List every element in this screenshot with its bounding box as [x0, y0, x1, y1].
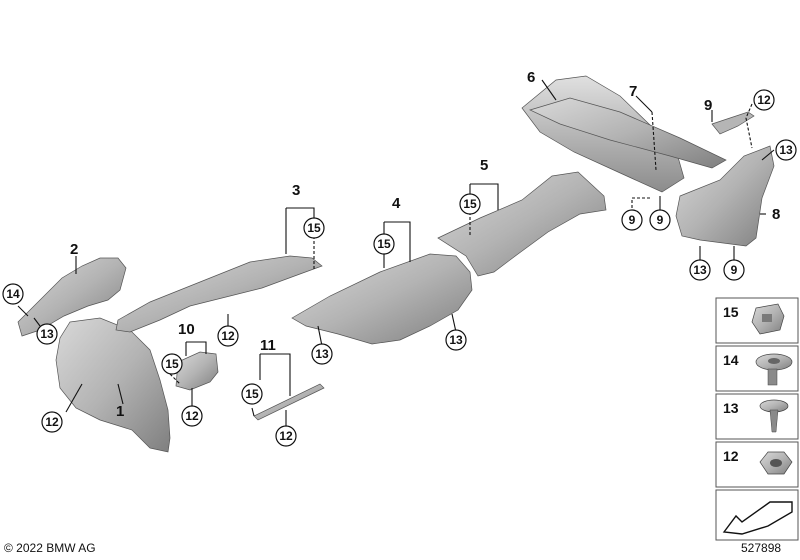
part-3-shape[interactable] [115, 255, 323, 333]
svg-text:12: 12 [279, 429, 293, 443]
callout-9-c[interactable]: 9 [723, 259, 745, 281]
copyright-text: © 2022 BMW AG [4, 541, 96, 555]
callout-12-b[interactable]: 12 [217, 325, 239, 347]
part-11-shape[interactable] [253, 383, 325, 421]
legend-panel-13[interactable]: 13 [715, 393, 799, 440]
svg-text:12: 12 [45, 415, 59, 429]
label-part-4: 4 [392, 195, 401, 212]
label-part-10: 10 [178, 321, 195, 338]
label-part-1: 1 [116, 403, 124, 420]
svg-text:13: 13 [723, 400, 739, 416]
svg-text:15: 15 [245, 387, 259, 401]
callout-13-b[interactable]: 13 [311, 343, 333, 365]
legend-panel-15[interactable]: 15 [715, 297, 799, 344]
part-9-clip-shape[interactable] [711, 111, 755, 135]
callout-12-c[interactable]: 12 [753, 89, 775, 111]
leader-lines [17, 79, 775, 428]
callout-13-d[interactable]: 13 [775, 139, 797, 161]
svg-text:12: 12 [221, 329, 235, 343]
part-4-shape[interactable] [291, 253, 473, 345]
callout-12-e[interactable]: 12 [275, 425, 297, 447]
svg-text:12: 12 [723, 448, 739, 464]
callout-15-b[interactable]: 15 [373, 233, 395, 255]
callout-9-a[interactable]: 9 [621, 209, 643, 231]
callout-15-e[interactable]: 15 [241, 383, 263, 405]
svg-text:15: 15 [307, 221, 321, 235]
label-part-8: 8 [772, 206, 780, 223]
svg-text:15: 15 [723, 304, 739, 320]
part-5-shape[interactable] [437, 171, 607, 277]
callout-13-c[interactable]: 13 [445, 329, 467, 351]
svg-text:12: 12 [185, 409, 199, 423]
callout-15-c[interactable]: 15 [459, 193, 481, 215]
svg-text:9: 9 [629, 213, 636, 227]
svg-text:13: 13 [40, 327, 54, 341]
svg-text:13: 13 [449, 333, 463, 347]
legend-panel-14[interactable]: 14 [715, 345, 799, 392]
callout-13-a[interactable]: 13 [36, 323, 58, 345]
svg-text:15: 15 [377, 237, 391, 251]
part-symbol-icon [722, 501, 793, 535]
svg-text:15: 15 [165, 357, 179, 371]
part-1-shape[interactable] [55, 317, 171, 453]
image-number: 527898 [741, 541, 782, 555]
svg-text:13: 13 [779, 143, 793, 157]
part-10-shape[interactable] [175, 351, 219, 391]
svg-text:13: 13 [315, 347, 329, 361]
legend-panel-symbol[interactable] [715, 489, 799, 541]
label-part-5: 5 [480, 157, 488, 174]
part-8-shape[interactable] [675, 145, 775, 247]
label-part-11: 11 [260, 337, 276, 354]
svg-text:9: 9 [731, 263, 738, 277]
callout-15-a[interactable]: 15 [303, 217, 325, 239]
callout-12-d[interactable]: 12 [181, 405, 203, 427]
legend-panel-12[interactable]: 12 [715, 441, 799, 488]
svg-text:13: 13 [693, 263, 707, 277]
callout-13-e[interactable]: 13 [689, 259, 711, 281]
callout-15-d[interactable]: 15 [161, 353, 183, 375]
label-part-7: 7 [629, 83, 637, 100]
callout-9-b[interactable]: 9 [649, 209, 671, 231]
svg-text:15: 15 [463, 197, 477, 211]
part-7-shape[interactable] [529, 97, 727, 169]
label-part-3: 3 [292, 182, 300, 199]
label-part-6: 6 [527, 69, 535, 86]
svg-text:9: 9 [657, 213, 664, 227]
callout-14[interactable]: 14 [2, 283, 24, 305]
svg-text:14: 14 [723, 352, 739, 368]
callout-12-a[interactable]: 12 [41, 411, 63, 433]
label-part-2: 2 [70, 241, 78, 258]
svg-text:14: 14 [6, 287, 20, 301]
label-part-9-top: 9 [704, 97, 712, 114]
svg-text:12: 12 [757, 93, 771, 107]
